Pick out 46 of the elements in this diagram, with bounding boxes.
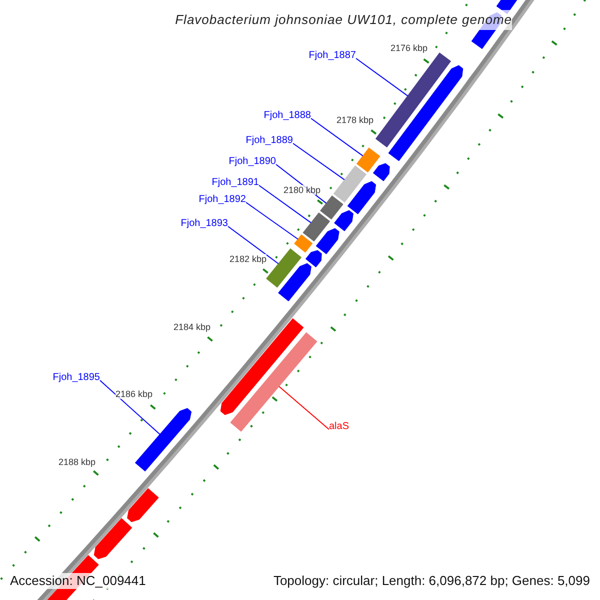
gene-feature	[347, 181, 376, 214]
gene-label: Fjoh_1888	[264, 110, 311, 122]
leader-line	[100, 380, 160, 435]
title: Flavobacterium johnsoniae UW101, complete genome	[175, 10, 512, 30]
gene-label: Fjoh_1887	[308, 50, 356, 62]
gene-bar	[333, 165, 367, 203]
leader-line	[356, 58, 408, 96]
gene-label: Fjoh_1892	[198, 194, 246, 206]
gene-bar	[302, 212, 330, 242]
gene-feature	[94, 518, 132, 560]
gene-label: Fjoh_1891	[212, 177, 259, 189]
gene-label: Fjoh_1889	[246, 135, 293, 147]
gene-label: Fjoh_1895	[52, 372, 100, 384]
genome-info-text: Topology: circular; Length: 6,096,872 bp; Genes: 5,099	[271, 573, 592, 589]
scale-label: 2180 kbp	[283, 185, 321, 195]
scale-label: 2178 kbp	[336, 115, 374, 125]
scale-label: 2186 kbp	[115, 389, 153, 399]
leader-line	[278, 386, 330, 430]
gene-feature	[305, 250, 322, 268]
gene-feature	[278, 263, 312, 302]
gene-bar	[375, 52, 452, 148]
leader-line	[228, 226, 279, 264]
gene-label: Fjoh_1893	[180, 218, 228, 230]
gene-bar	[230, 332, 318, 432]
gene-bar	[266, 248, 302, 288]
leader-line	[258, 184, 312, 224]
gene-bar	[356, 148, 380, 172]
scale-label: 2182 kbp	[229, 254, 267, 264]
leader-line	[292, 142, 345, 180]
scale-label: 2184 kbp	[173, 322, 211, 332]
gene-label: Fjoh_1890	[228, 156, 276, 168]
gene-feature	[334, 210, 354, 232]
gene-feature	[127, 488, 159, 522]
leader-line	[246, 202, 298, 240]
gene-feature	[372, 163, 390, 182]
accession-text: Accession: NC_009441	[8, 573, 148, 589]
gene-feature	[220, 318, 304, 416]
gene-bar	[294, 234, 313, 253]
gene-label: alaS	[329, 421, 350, 433]
gene-feature	[388, 65, 464, 162]
scale-label: 2188 kbp	[58, 457, 96, 467]
leader-line	[310, 118, 364, 156]
scale-label: 2176 kbp	[390, 43, 428, 53]
gene-feature	[134, 408, 192, 472]
gene-feature	[316, 228, 340, 254]
gene-bar	[320, 195, 344, 220]
